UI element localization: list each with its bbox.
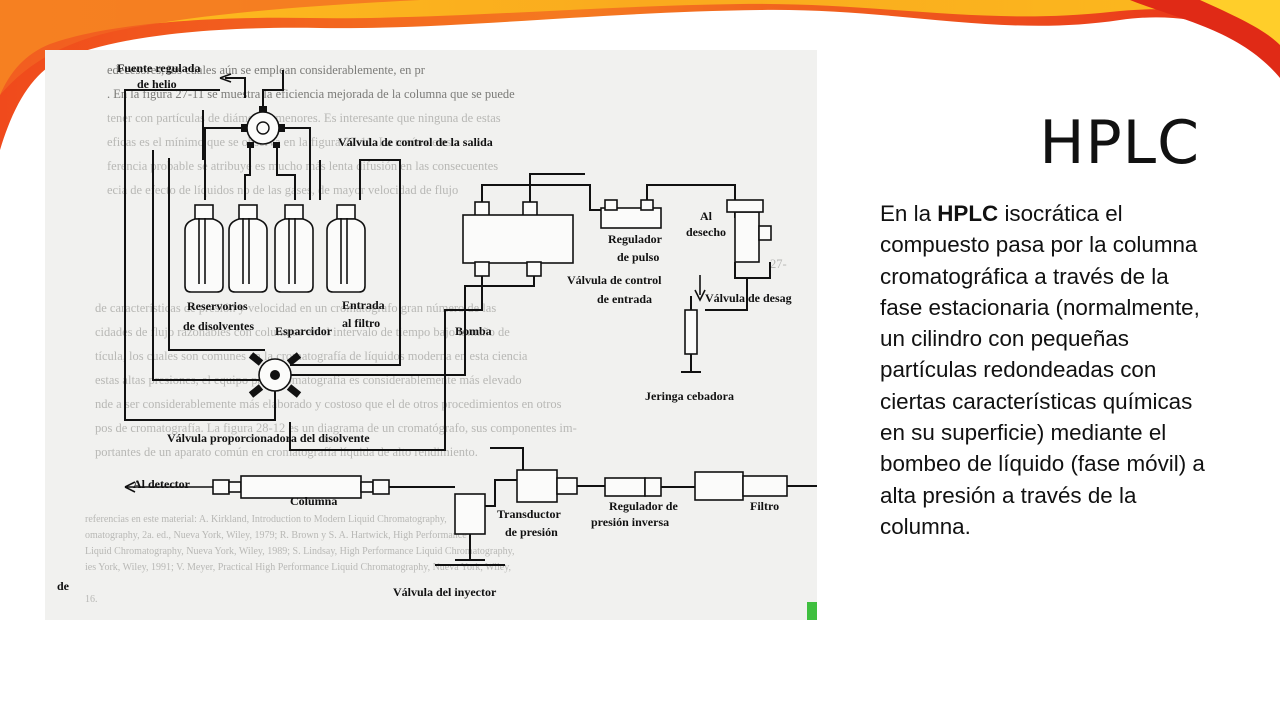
bg-line-5: ecia de efecto de líquidos no de las gas… — [107, 183, 458, 197]
bg-line-17: ies York, Wiley, 1991; V. Meyer, Practic… — [85, 562, 511, 573]
label-priming-syringe: Jeringa cebadora — [645, 389, 734, 403]
label-back-pressure-1: Regulador de — [609, 499, 678, 513]
label-reservoirs-2: de disolventes — [183, 319, 254, 333]
bg-line-18: 16. — [85, 594, 98, 605]
hplc-diagram-svg: edecesores, los cuales aún se emplean co… — [57, 61, 817, 620]
reservoir-bottle-4 — [326, 204, 366, 293]
bg-line-8: cidades de flujo razonables con columnas… — [95, 325, 510, 339]
label-filter: Filtro — [750, 499, 779, 513]
label-transducer-2: de presión — [505, 525, 558, 539]
bg-line-9: tícula, los cuales son comunes en la cro… — [95, 349, 528, 363]
label-back-pressure-2: presión inversa — [591, 515, 669, 529]
bg-line-3: eficas es el mínimo que se observa en la… — [107, 135, 461, 149]
label-pulse-regulator-1: Regulador — [608, 232, 663, 246]
proportioning-valve — [124, 89, 466, 421]
label-to-detector: Al detector — [133, 477, 191, 491]
label-to-waste-1: Al — [700, 209, 713, 223]
body-paragraph: En la HPLC isocrática el compuesto pasa … — [880, 198, 1210, 542]
label-proportioning-valve: Válvula proporcionadora del disolvente — [167, 431, 370, 445]
label-column: Columna — [290, 494, 337, 508]
body-text-post: isocrática el compuesto pasa por la colu… — [880, 201, 1205, 539]
hplc-diagram: edecesores, los cuales aún se emplean co… — [45, 50, 817, 620]
label-injector-valve: Válvula del inyector — [393, 585, 497, 599]
priming-syringe — [681, 296, 701, 373]
label-drain-valve: Válvula de desag — [705, 291, 792, 305]
reservoir-bottle-3 — [274, 204, 314, 293]
diagram-labels: Fuente regulada de helio Válvula de cont… — [57, 61, 792, 599]
bg-line-12: pos de cromatografía. La figura 28-12 es… — [95, 421, 577, 435]
label-margin-de: de — [57, 579, 70, 593]
body-text-pre: En la — [880, 201, 938, 226]
label-inlet-valve-1: Válvula de control — [567, 273, 662, 287]
bg-line-2: tener con partículas de diámetros menore… — [107, 111, 501, 125]
label-filter-inlet-1: Entrada — [342, 298, 385, 312]
reservoir-bottle-2 — [228, 204, 268, 293]
pump — [289, 173, 605, 451]
label-helium-2: de helio — [137, 77, 177, 91]
label-helium-1: Fuente regulada — [117, 61, 200, 75]
label-pulse-regulator-2: de pulso — [617, 250, 659, 264]
bg-line-14: referencias en este material: A. Kirklan… — [85, 514, 447, 525]
flame-banner — [0, 0, 1280, 150]
bg-line-10: estas altas presiones, el equipo para cr… — [95, 373, 522, 387]
bg-line-4: ferencia probable se atribuye es mucho m… — [107, 159, 498, 173]
label-pump: Bomba — [455, 324, 492, 338]
drain-valve — [694, 199, 772, 311]
label-to-waste-2: desecho — [686, 225, 726, 239]
lower-flow-path — [124, 447, 817, 566]
bg-line-7: de características de presión y velocida… — [95, 301, 496, 315]
helium-regulator — [204, 70, 311, 200]
bg-line-6: 27- — [770, 257, 787, 271]
solvent-reservoirs — [152, 110, 401, 381]
label-transducer-1: Transductor — [497, 507, 561, 521]
body-text-bold: HPLC — [937, 201, 999, 226]
pulse-regulator — [600, 184, 736, 229]
slide-title: HPLC — [1039, 108, 1200, 178]
label-inlet-valve-2: de entrada — [597, 292, 652, 306]
green-corner-mark — [807, 602, 817, 620]
bg-line-16: Liquid Chromatography, Nueva York, Wiley… — [85, 546, 515, 557]
bg-line-0: edecesores, los cuales aún se emplean co… — [107, 63, 426, 77]
reservoir-bottle-1 — [184, 204, 224, 293]
label-sparger: Esparcidor — [275, 324, 333, 338]
label-reservoirs-1: Reservorios — [187, 299, 248, 313]
bg-line-13: portantes de un aparato común en cromato… — [95, 445, 478, 459]
label-filter-inlet-2: al filtro — [342, 316, 380, 330]
bg-line-15: omatography, 2a. ed., Nueva York, Wiley,… — [85, 530, 467, 541]
bg-line-11: nde a ser considerablemente más elaborad… — [95, 397, 562, 411]
label-outlet-valve: Válvula de control de la salida — [338, 135, 493, 149]
